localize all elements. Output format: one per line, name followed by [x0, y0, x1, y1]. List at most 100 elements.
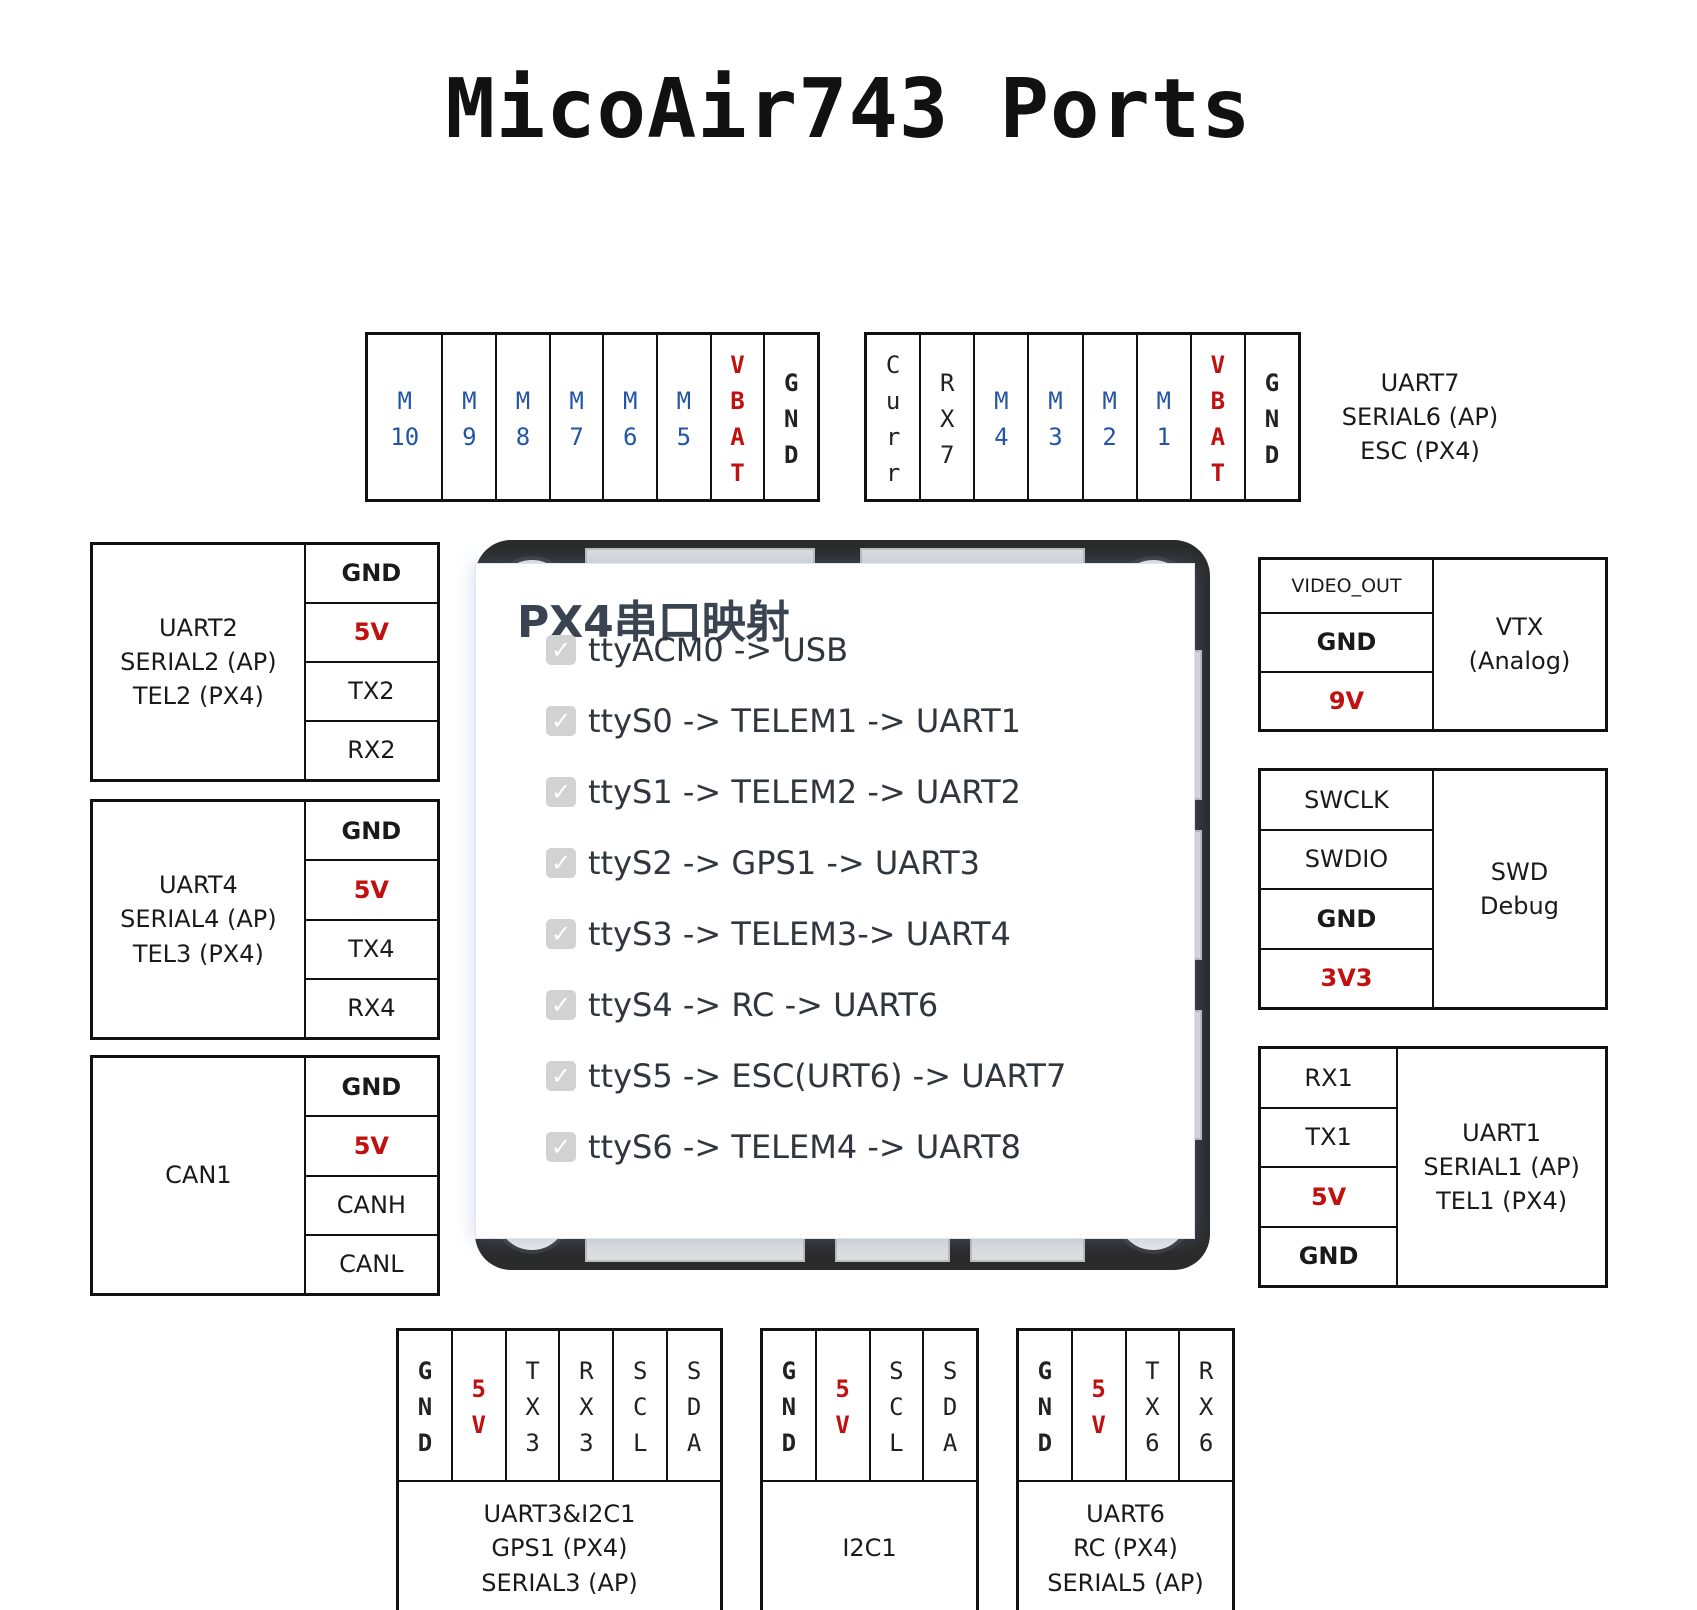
pin-gnd: GND: [1261, 1227, 1397, 1285]
checkbox-icon: ✓: [546, 990, 576, 1020]
pin-5v: 5 V: [816, 1331, 869, 1480]
mapping-item-label: ttyS3 -> TELEM3-> UART4: [588, 915, 1011, 953]
pin-3v3: 3V3: [1261, 949, 1432, 1007]
pin-5v: 5V: [305, 861, 437, 919]
pin-5v: 5V: [1261, 1168, 1397, 1226]
pin-9v: 9V: [1261, 672, 1432, 729]
pin-rx6: R X 6: [1180, 1331, 1232, 1480]
mapping-item-label: ttyS0 -> TELEM1 -> UART1: [588, 702, 1022, 740]
pin-tx4: TX4: [305, 920, 437, 978]
mapping-item: ✓ ttyS2 -> GPS1 -> UART3: [546, 833, 980, 893]
uart2-label: UART2 SERIAL2 (AP) TEL2 (PX4): [93, 545, 304, 779]
pin-swclk: SWCLK: [1261, 771, 1432, 829]
pin-rx7: R X 7: [921, 335, 974, 499]
motor-connector-m1-m4: C u r r R X 7 M 4 M 3 M 2 M 1 V B A T G …: [864, 332, 1301, 502]
mapping-item-label: ttyS1 -> TELEM2 -> UART2: [588, 773, 1022, 811]
pin-gnd: GND: [305, 802, 437, 860]
pin-5v: 5V: [305, 604, 437, 661]
pin-5v: 5 V: [452, 1331, 505, 1480]
pin-sda: S D A: [924, 1331, 976, 1480]
pin-canl: CANL: [305, 1235, 437, 1293]
pin-gnd: G N D: [1019, 1331, 1071, 1480]
checkbox-icon: ✓: [546, 635, 576, 665]
can1-connector: CAN1 GND 5V CANH CANL: [90, 1055, 440, 1296]
pin-gnd: GND: [305, 1058, 437, 1116]
pin-rx4: RX4: [305, 979, 437, 1037]
pin-gnd: GND: [1261, 614, 1432, 671]
pin-m3: M 3: [1029, 335, 1082, 499]
pin-swdio: SWDIO: [1261, 830, 1432, 888]
pin-gnd: GND: [305, 545, 437, 602]
uart7-label: UART7 SERIAL6 (AP) ESC (PX4): [1341, 368, 1499, 466]
pin-m5: M 5: [658, 335, 710, 499]
pin-gnd: G N D: [399, 1331, 451, 1480]
checkbox-icon: ✓: [546, 1061, 576, 1091]
pin-sda: S D A: [668, 1331, 720, 1480]
motor-connector-m5-m10: M 10 M 9 M 8 M 7 M 6 M 5 V B A T G N D: [365, 332, 820, 502]
uart6-connector: G N D 5 V T X 6 R X 6 UART6 RC (PX4) SER…: [1016, 1328, 1235, 1610]
uart4-connector: UART4 SERIAL4 (AP) TEL3 (PX4) GND 5V TX4…: [90, 799, 440, 1040]
mapping-item-label: ttyS2 -> GPS1 -> UART3: [588, 844, 980, 882]
connector-pad: [970, 1236, 1085, 1262]
pin-vbat: V B A T: [711, 335, 764, 499]
pin-m6: M 6: [604, 335, 657, 499]
mapping-item-label: ttyS6 -> TELEM4 -> UART8: [588, 1128, 1022, 1166]
mapping-item: ✓ ttyS5 -> ESC(URT6) -> UART7: [546, 1046, 1066, 1106]
connector-pad: [585, 1236, 805, 1262]
pin-tx1: TX1: [1261, 1108, 1397, 1166]
diagram-title: MicoAir743 Ports: [445, 62, 1252, 157]
uart3-label: UART3&I2C1 GPS1 (PX4) SERIAL3 (AP): [399, 1481, 720, 1610]
connector-pad: [835, 1236, 950, 1262]
can1-label: CAN1: [93, 1058, 304, 1293]
pin-gnd: GND: [1261, 890, 1432, 948]
mapping-item: ✓ ttyS0 -> TELEM1 -> UART1: [546, 691, 1021, 751]
mapping-item: ✓ ttyS1 -> TELEM2 -> UART2: [546, 762, 1021, 822]
mapping-item: ✓ ttyS4 -> RC -> UART6: [546, 975, 938, 1035]
mapping-item-label: ttyS4 -> RC -> UART6: [588, 986, 939, 1024]
pin-m8: M 8: [497, 335, 549, 499]
uart4-label: UART4 SERIAL4 (AP) TEL3 (PX4): [93, 802, 304, 1037]
uart2-connector: UART2 SERIAL2 (AP) TEL2 (PX4) GND 5V TX2…: [90, 542, 440, 782]
swd-connector: SWCLK SWD Debug SWDIO GND 3V3: [1258, 768, 1608, 1010]
pin-curr: C u r r: [867, 335, 920, 499]
checkbox-icon: ✓: [546, 777, 576, 807]
pin-rx3: R X 3: [560, 1331, 613, 1480]
mapping-item: ✓ ttyS3 -> TELEM3-> UART4: [546, 904, 1011, 964]
pin-m1: M 1: [1137, 335, 1190, 499]
pin-gnd: G N D: [763, 1331, 815, 1480]
pin-m9: M 9: [443, 335, 496, 499]
pin-m4: M 4: [975, 335, 1028, 499]
checkbox-icon: ✓: [546, 706, 576, 736]
pin-5v: 5 V: [1072, 1331, 1125, 1480]
pin-scl: S C L: [870, 1331, 923, 1480]
checkbox-icon: ✓: [546, 1132, 576, 1162]
pin-gnd: G N D: [765, 335, 817, 499]
px4-serial-mapping-panel: PX4串口映射 ✓ttyACM0 -> USB ✓ttyS0 -> TELEM1…: [475, 563, 1195, 1239]
i2c1-label: I2C1: [763, 1481, 976, 1610]
swd-label: SWD Debug: [1434, 771, 1605, 1007]
uart6-label: UART6 RC (PX4) SERIAL5 (AP): [1019, 1481, 1232, 1610]
mapping-item: ✓ ttyACM0 -> USB: [546, 620, 848, 680]
pin-vbat: V B A T: [1191, 335, 1244, 499]
checkbox-icon: ✓: [546, 848, 576, 878]
pin-m10: M 10: [368, 335, 442, 499]
mapping-item-label: ttyS5 -> ESC(URT6) -> UART7: [588, 1057, 1067, 1095]
pin-rx2: RX2: [305, 722, 437, 779]
pin-gnd: G N D: [1245, 335, 1298, 499]
uart1-connector: RX1 UART1 SERIAL1 (AP) TEL1 (PX4) TX1 5V…: [1258, 1046, 1608, 1288]
mapping-item: ✓ ttyS6 -> TELEM4 -> UART8: [546, 1117, 1021, 1177]
pin-m2: M 2: [1083, 335, 1136, 499]
pin-5v: 5V: [305, 1117, 437, 1175]
pin-tx6: T X 6: [1126, 1331, 1179, 1480]
i2c1-connector: G N D 5 V S C L S D A I2C1: [760, 1328, 979, 1610]
pin-m7: M 7: [550, 335, 603, 499]
vtx-connector: VIDEO_OUT VTX (Analog) GND 9V: [1258, 557, 1608, 732]
checkbox-icon: ✓: [546, 919, 576, 949]
pin-tx2: TX2: [305, 663, 437, 720]
pin-tx3: T X 3: [506, 1331, 559, 1480]
mapping-item-label: ttyACM0 -> USB: [588, 631, 849, 669]
uart3-i2c1-connector: G N D 5 V T X 3 R X 3 S C L S D A UART3&…: [396, 1328, 723, 1610]
vtx-label: VTX (Analog): [1434, 560, 1605, 729]
pin-rx1: RX1: [1261, 1049, 1397, 1107]
pin-video-out: VIDEO_OUT: [1261, 560, 1432, 613]
